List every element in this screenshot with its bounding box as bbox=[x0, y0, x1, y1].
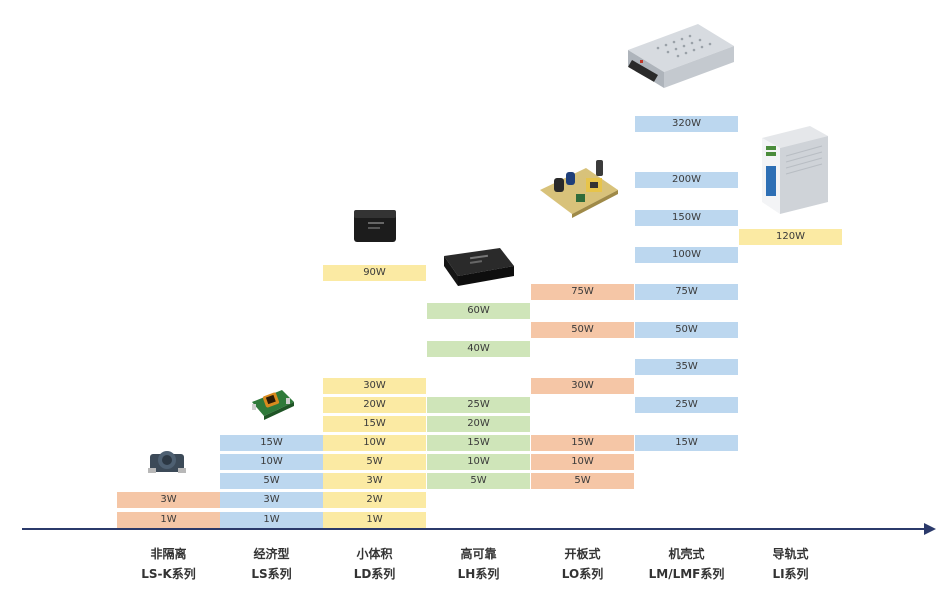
series-code: LO系列 bbox=[561, 567, 604, 581]
wattage-chip: 100W bbox=[635, 247, 738, 263]
wattage-chip: 5W bbox=[427, 473, 530, 489]
series-code: LS系列 bbox=[251, 567, 292, 581]
smd-inductor-icon bbox=[148, 451, 186, 473]
series-name: 经济型 bbox=[253, 547, 290, 561]
wattage-chip: 25W bbox=[427, 397, 530, 413]
wattage-chip: 5W bbox=[531, 473, 634, 489]
series-code: LI系列 bbox=[772, 567, 809, 581]
wattage-chip: 30W bbox=[323, 378, 426, 394]
wattage-chip: 50W bbox=[531, 322, 634, 338]
pcb-module-icon bbox=[252, 390, 294, 420]
series-label: 机壳式 LM/LMF系列 bbox=[635, 545, 738, 583]
wattage-chip: 15W bbox=[427, 435, 530, 451]
series-code: LD系列 bbox=[353, 567, 396, 581]
series-label: 高可靠 LH系列 bbox=[427, 545, 530, 583]
wattage-chip: 15W bbox=[323, 416, 426, 432]
wattage-chip: 75W bbox=[635, 284, 738, 300]
wattage-chip: 1W bbox=[323, 512, 426, 528]
potted-module-icon bbox=[444, 248, 514, 286]
series-name: 高可靠 bbox=[460, 547, 497, 561]
small-black-module-icon bbox=[354, 210, 396, 242]
series-name: 机壳式 bbox=[668, 547, 705, 561]
wattage-chip: 5W bbox=[323, 454, 426, 470]
wattage-chip: 10W bbox=[220, 454, 323, 470]
series-code: LS-K系列 bbox=[141, 567, 196, 581]
wattage-chip: 20W bbox=[427, 416, 530, 432]
open-frame-board-icon bbox=[540, 160, 618, 218]
wattage-chip: 120W bbox=[739, 229, 842, 245]
series-code: LH系列 bbox=[457, 567, 500, 581]
wattage-chip: 10W bbox=[323, 435, 426, 451]
series-name: 导轨式 bbox=[772, 547, 809, 561]
wattage-chip: 3W bbox=[220, 492, 323, 508]
wattage-chip: 25W bbox=[635, 397, 738, 413]
wattage-chip: 2W bbox=[323, 492, 426, 508]
series-label: 经济型 LS系列 bbox=[220, 545, 323, 583]
wattage-chip: 75W bbox=[531, 284, 634, 300]
series-label: 开板式 LO系列 bbox=[531, 545, 634, 583]
wattage-chip: 10W bbox=[427, 454, 530, 470]
series-name: 开板式 bbox=[564, 547, 601, 561]
wattage-chip: 60W bbox=[427, 303, 530, 319]
din-rail-psu-icon bbox=[762, 126, 828, 214]
series-label: 小体积 LD系列 bbox=[323, 545, 426, 583]
wattage-chip: 10W bbox=[531, 454, 634, 470]
wattage-chip: 5W bbox=[220, 473, 323, 489]
series-label: 非隔离 LS-K系列 bbox=[117, 545, 220, 583]
wattage-chip: 1W bbox=[220, 512, 323, 528]
wattage-chip: 3W bbox=[117, 492, 220, 508]
wattage-chip: 50W bbox=[635, 322, 738, 338]
wattage-chip: 30W bbox=[531, 378, 634, 394]
series-name: 非隔离 bbox=[150, 547, 187, 561]
wattage-chip: 15W bbox=[635, 435, 738, 451]
axis-arrow-icon bbox=[924, 523, 936, 535]
wattage-chip: 35W bbox=[635, 359, 738, 375]
series-axis bbox=[22, 528, 930, 530]
series-label: 导轨式 LI系列 bbox=[739, 545, 842, 583]
wattage-chip: 15W bbox=[531, 435, 634, 451]
series-code: LM/LMF系列 bbox=[648, 567, 725, 581]
series-name: 小体积 bbox=[356, 547, 393, 561]
wattage-chip: 3W bbox=[323, 473, 426, 489]
wattage-chip: 150W bbox=[635, 210, 738, 226]
wattage-chip: 15W bbox=[220, 435, 323, 451]
enclosed-psu-icon bbox=[628, 24, 734, 88]
wattage-chip: 40W bbox=[427, 341, 530, 357]
wattage-chip: 200W bbox=[635, 172, 738, 188]
wattage-chip: 1W bbox=[117, 512, 220, 528]
wattage-chip: 320W bbox=[635, 116, 738, 132]
wattage-chip: 20W bbox=[323, 397, 426, 413]
wattage-chip: 90W bbox=[323, 265, 426, 281]
